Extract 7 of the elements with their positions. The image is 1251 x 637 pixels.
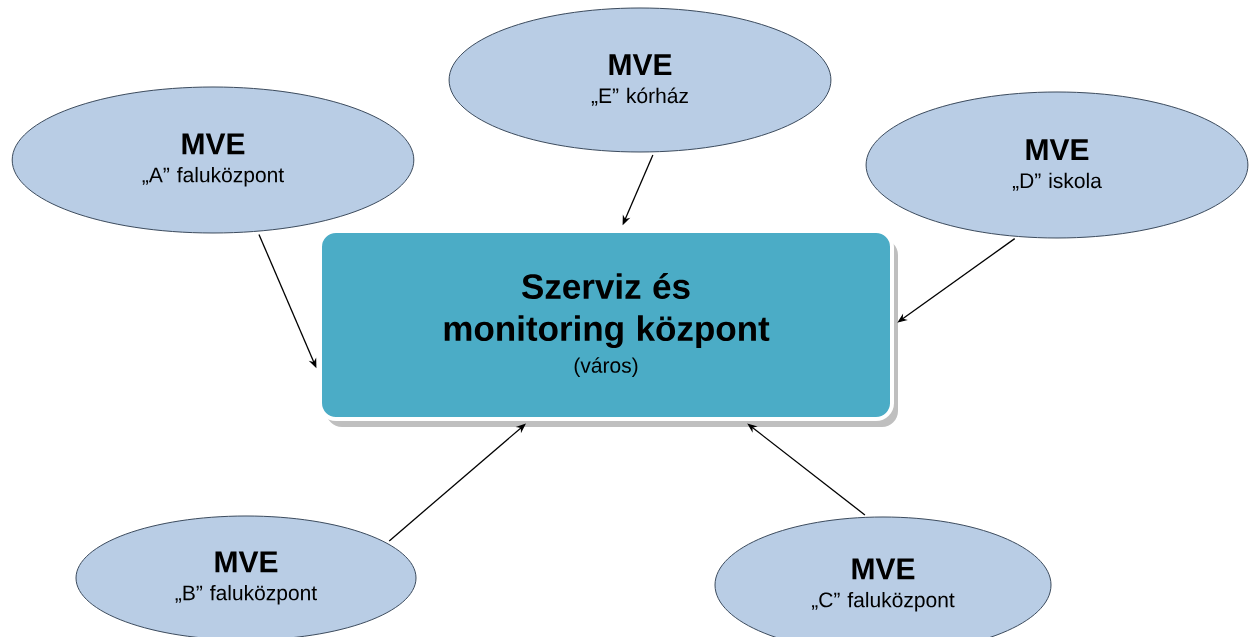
arrow (747, 423, 866, 516)
center-box: Szerviz és monitoring központ (város) (318, 229, 898, 427)
ellipse-node: MVE „B” faluközpont (75, 515, 417, 637)
ellipse-node: MVE „A” faluközpont (11, 86, 415, 234)
ellipse-node: MVE „E” kórház (448, 7, 832, 153)
ellipse-node: MVE „D” iskola (865, 91, 1249, 239)
ellipse-node: MVE „C” faluközpont (714, 516, 1052, 637)
